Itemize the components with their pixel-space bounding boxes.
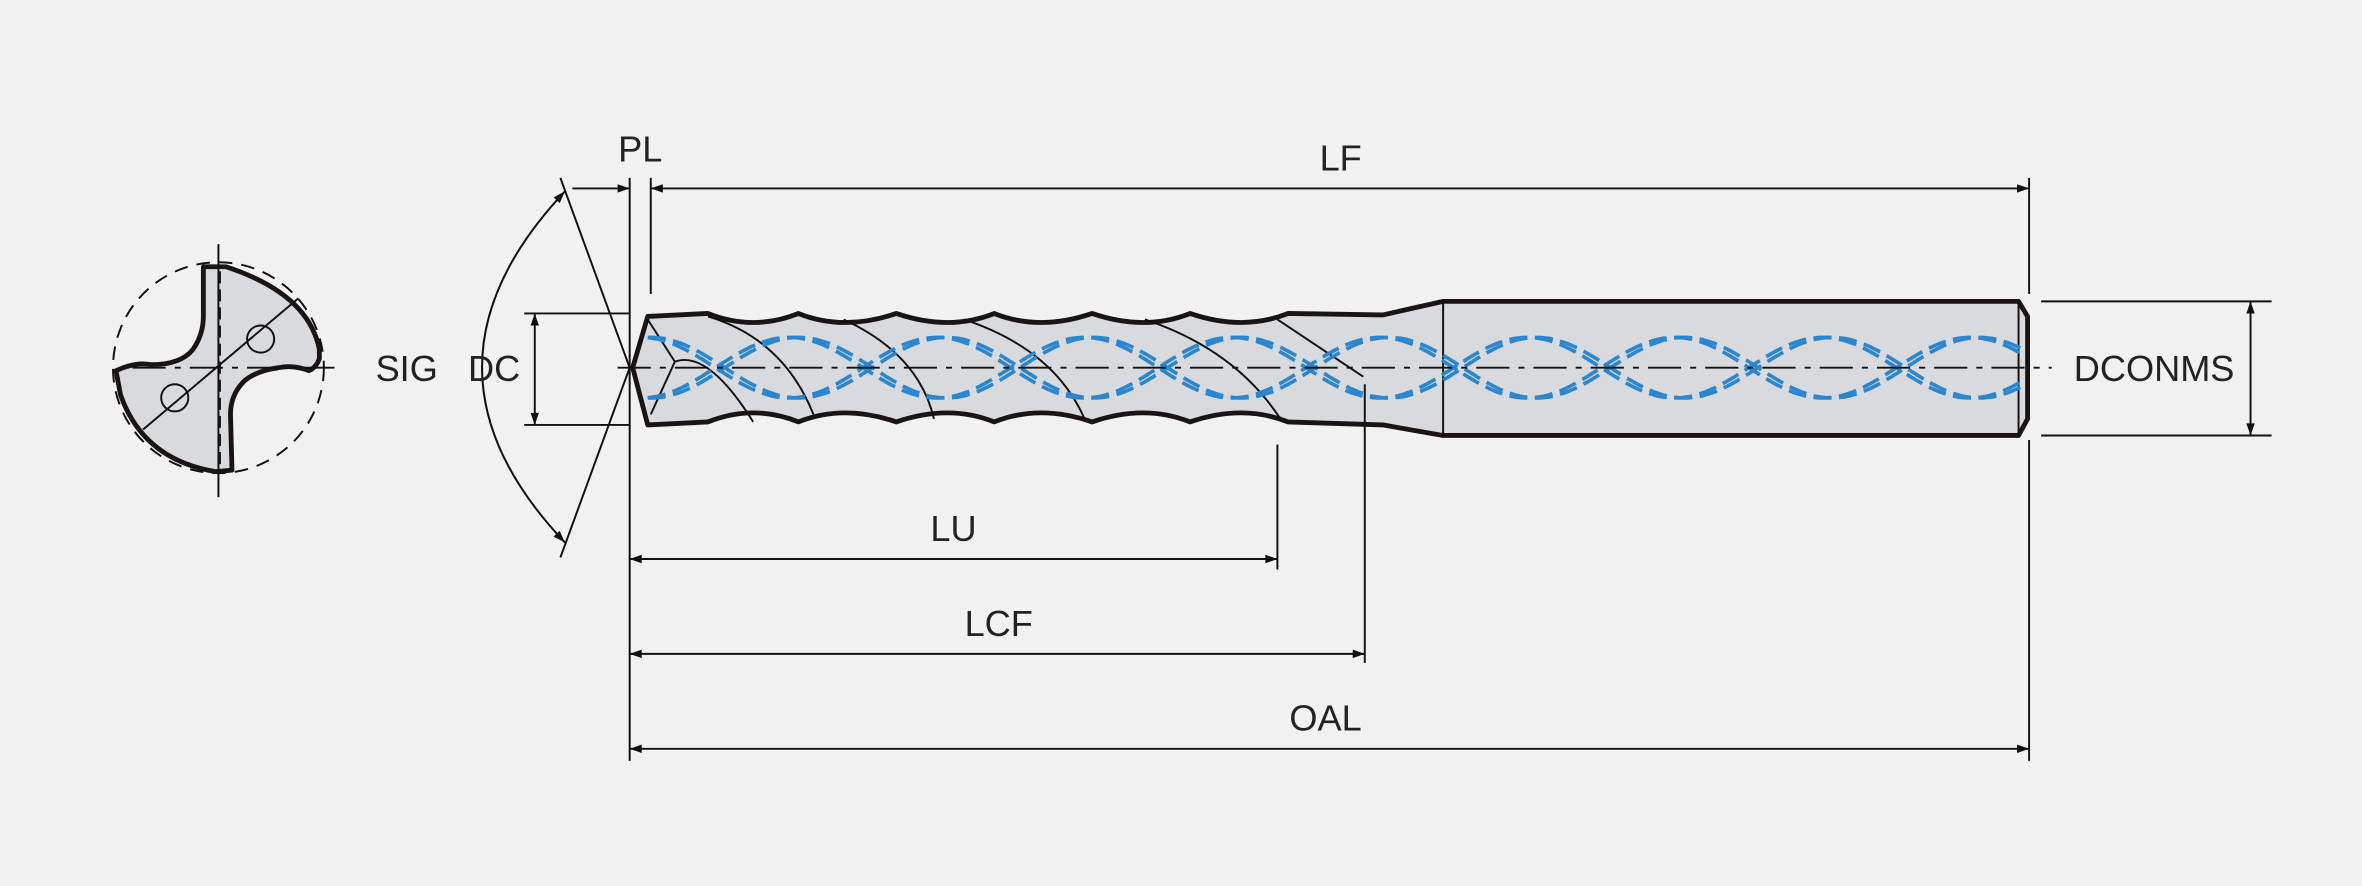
coolant-helix-line — [647, 335, 2023, 400]
lu-label: LU — [930, 508, 976, 549]
coolant-channels — [647, 335, 2023, 400]
oal-label: OAL — [1289, 698, 1361, 739]
dconms-label: DCONMS — [2074, 348, 2235, 389]
end-view — [111, 244, 335, 498]
drill-body — [617, 298, 2052, 438]
pl-label: PL — [618, 128, 662, 169]
dimensions: PL LF SIG DC LU LCF OAL DCONMS — [376, 128, 2272, 761]
lf-label: LF — [1320, 137, 1362, 178]
coolant-helix-line — [647, 335, 2023, 400]
lcf-label: LCF — [965, 603, 1033, 644]
dc-label: DC — [468, 348, 520, 389]
sig-label: SIG — [376, 348, 438, 389]
coolant-helix-line — [647, 335, 2023, 400]
coolant-helix-line — [647, 335, 2023, 400]
